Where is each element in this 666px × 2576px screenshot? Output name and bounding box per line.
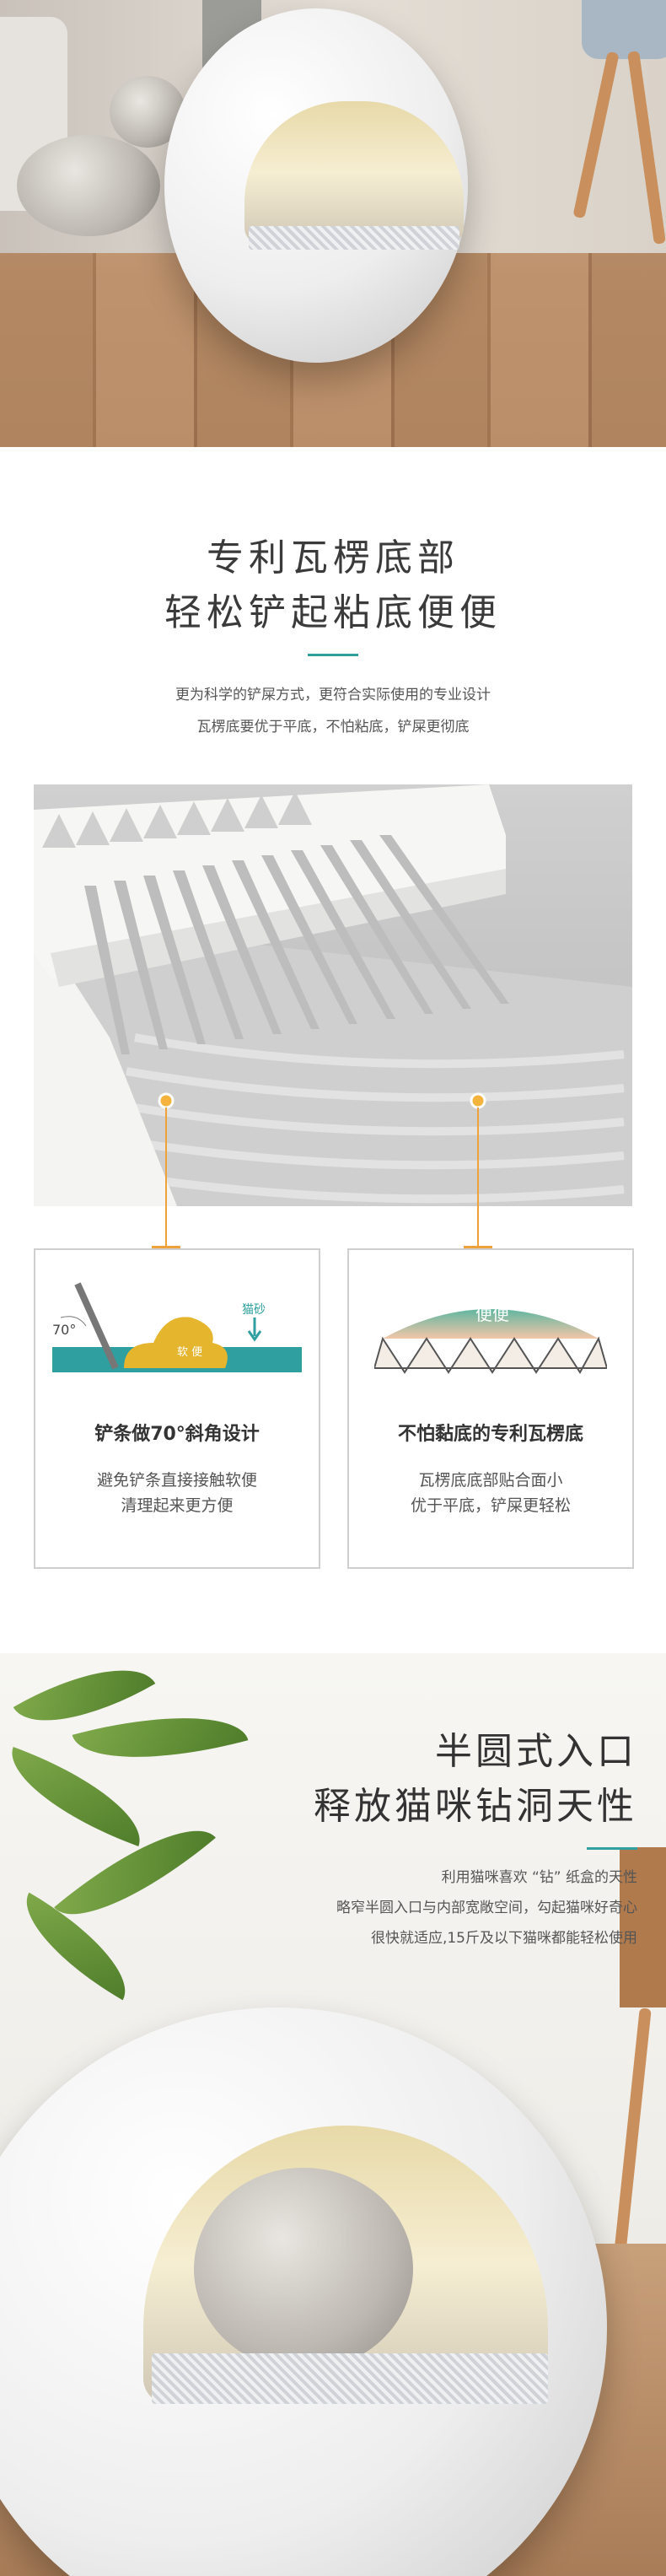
entrance-divider — [587, 1847, 637, 1850]
angle-diagram — [52, 1282, 302, 1372]
entrance-title-line1: 半圆式入口 — [435, 1730, 637, 1773]
corrugated-diagram — [374, 1309, 607, 1374]
entrance-desc-line1: 利用猫咪喜欢 “钻” 纸盒的天性 — [441, 1869, 637, 1886]
section-title-line2: 轻松铲起粘底便便 — [164, 591, 502, 634]
cat — [17, 135, 160, 236]
angle-label: 70° — [52, 1322, 77, 1338]
card-desc-line2: 清理起来更方便 — [121, 1496, 234, 1515]
callout-line-left — [165, 1206, 167, 1248]
chair-seat — [582, 0, 666, 59]
cat-in-box — [194, 2168, 413, 2370]
callout-cap-left — [152, 1246, 180, 1248]
section-description-line2: 瓦楞底要优于平底，不怕粘底，铲屎更彻底 — [196, 719, 470, 736]
card-desc-line1: 避免铲条直接接触软便 — [96, 1471, 257, 1490]
card-title: 不怕黏底的专利瓦楞底 — [397, 1424, 583, 1445]
entrance-photo — [0, 1653, 666, 2576]
card-desc-line2: 优于平底，铲屎更轻松 — [410, 1496, 571, 1515]
litter-label: 猫砂 — [242, 1303, 266, 1317]
angle-arc — [60, 1316, 87, 1327]
poop-label: 便便 — [475, 1304, 509, 1324]
poop-shape — [383, 1309, 599, 1339]
hero-photo — [0, 0, 666, 447]
callout-cap-right — [464, 1246, 492, 1248]
litter-tray — [249, 226, 459, 250]
litter-tray — [152, 2353, 548, 2404]
scoop-bar — [74, 1282, 119, 1370]
feature-card-angle: 70° 软 便 猫砂 铲条做70°斜角设计 避免铲条直接接触软便 清理起来更方便 — [34, 1248, 320, 1569]
scoop-illustration — [34, 784, 632, 1206]
card-desc-line1: 瓦楞底底部贴合面小 — [418, 1471, 563, 1490]
plant-leaf — [0, 1747, 156, 1846]
soft-poop-shape — [124, 1317, 228, 1368]
section-title-line1: 专利瓦楞底部 — [207, 536, 459, 579]
soft-poop-label: 软 便 — [177, 1346, 203, 1359]
scoop-drawing — [34, 784, 632, 1206]
corrugated-ridges — [374, 1336, 607, 1374]
title-divider — [308, 654, 358, 656]
card-title: 铲条做70°斜角设计 — [94, 1424, 260, 1445]
litter-arrow-head — [247, 1330, 262, 1342]
entrance-desc-line3: 很快就适应,15斤及以下猫咪都能轻松使用 — [370, 1930, 637, 1947]
entrance-desc-line2: 略窄半圆入口与内部宽敞空间，勾起猫咪好奇心 — [336, 1900, 637, 1916]
callout-line-right — [477, 1206, 479, 1248]
section-description-line1: 更为科学的铲屎方式，更符合实际使用的专业设计 — [175, 687, 491, 703]
litter-box-opening — [244, 101, 464, 245]
side-table — [620, 1847, 666, 2007]
feature-card-corrugated: 便便 不怕黏底的专利瓦楞底 瓦楞底底部贴合面小 优于平底，铲屎更轻松 — [347, 1248, 634, 1569]
entrance-title-line2: 释放猫咪钻洞天性 — [314, 1785, 637, 1828]
plant-leaf — [54, 1798, 216, 1947]
